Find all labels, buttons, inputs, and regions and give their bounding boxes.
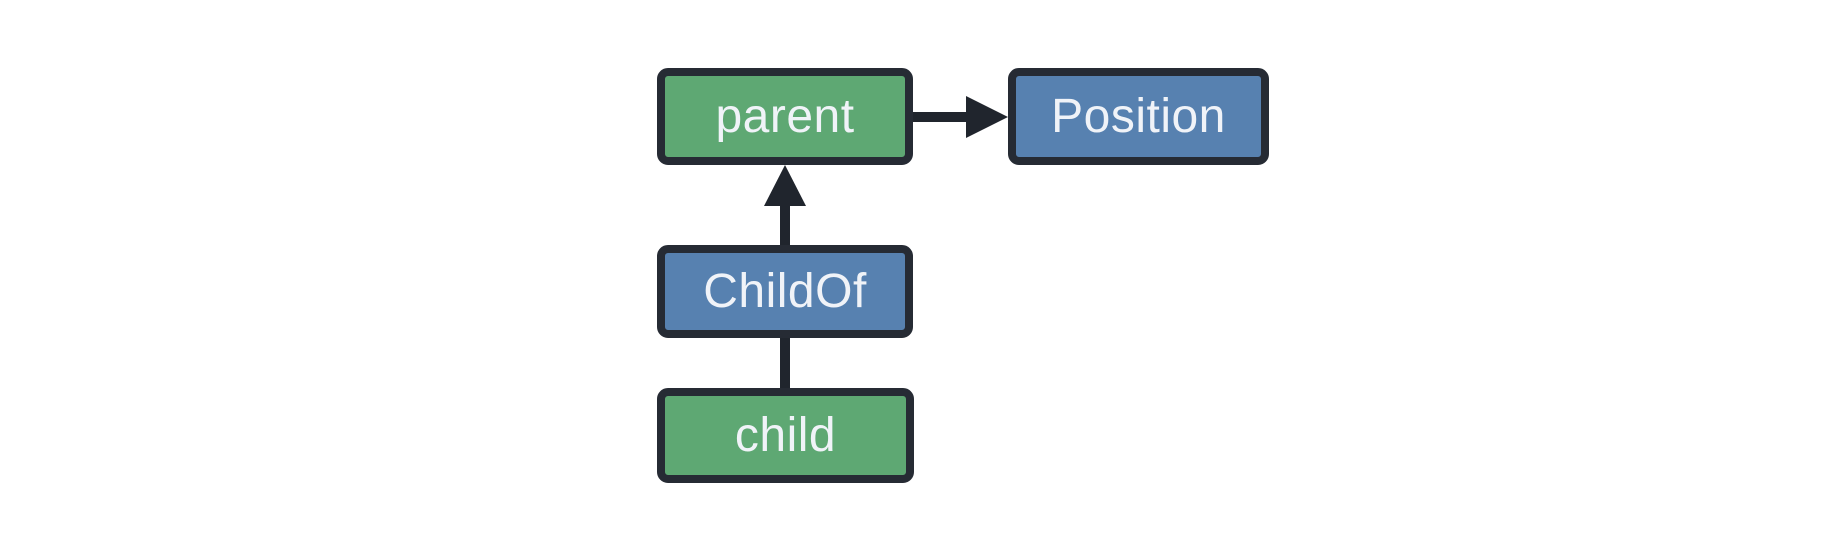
edge-parent-to-position	[913, 96, 1008, 138]
node-child-label: child	[734, 409, 837, 462]
edge-childof-to-parent	[764, 165, 806, 246]
node-child-box	[657, 388, 914, 483]
node-position-box	[1008, 68, 1269, 165]
node-position-label: Position	[1051, 90, 1226, 143]
node-childof-label: ChildOf	[703, 265, 867, 318]
arrowhead-up-icon	[764, 165, 806, 206]
node-childof-box	[657, 245, 913, 338]
node-parent-box	[657, 68, 913, 165]
arrowhead-right-icon	[966, 96, 1008, 138]
node-parent-label: parent	[715, 90, 855, 143]
